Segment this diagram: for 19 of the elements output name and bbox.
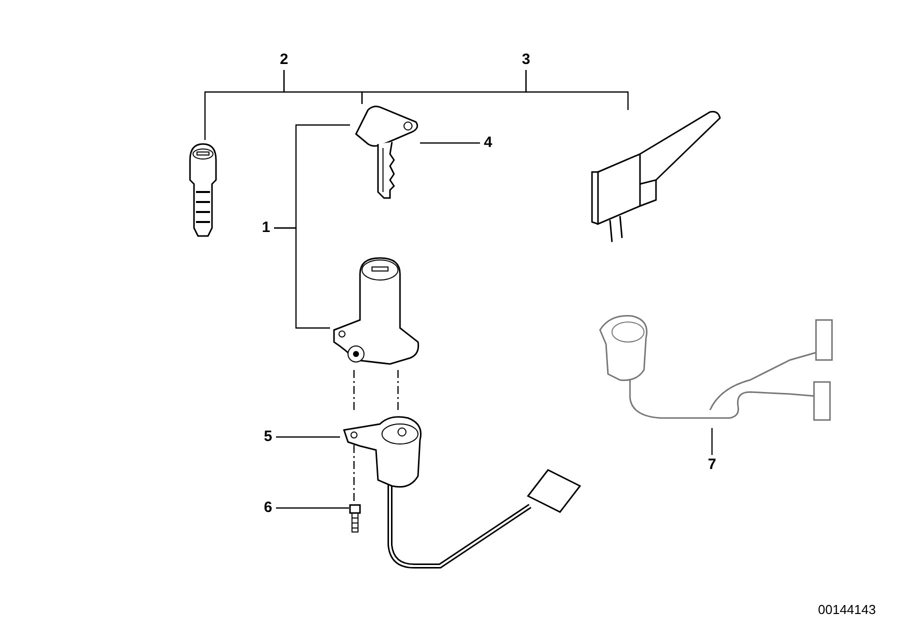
alignment-line xyxy=(397,370,399,410)
alignment-line xyxy=(353,370,355,410)
callout-number: 5 xyxy=(260,427,276,447)
callout-number: 7 xyxy=(704,455,720,475)
alignment-line xyxy=(353,445,355,504)
callout-number: 6 xyxy=(260,498,276,518)
callout-number: 4 xyxy=(480,133,496,153)
leader-line xyxy=(420,142,480,144)
leader-line xyxy=(276,507,349,509)
leader-line xyxy=(525,70,629,110)
callout-number: 1 xyxy=(258,218,274,238)
switch-drawing xyxy=(590,110,720,245)
callout-number: 2 xyxy=(276,50,292,70)
drawing-number: 00144143 xyxy=(818,601,876,619)
leader-line xyxy=(711,428,713,455)
callout-number: 3 xyxy=(518,50,534,70)
leader-line xyxy=(274,227,330,329)
screw-drawing xyxy=(349,504,361,534)
leader-line xyxy=(276,436,340,438)
